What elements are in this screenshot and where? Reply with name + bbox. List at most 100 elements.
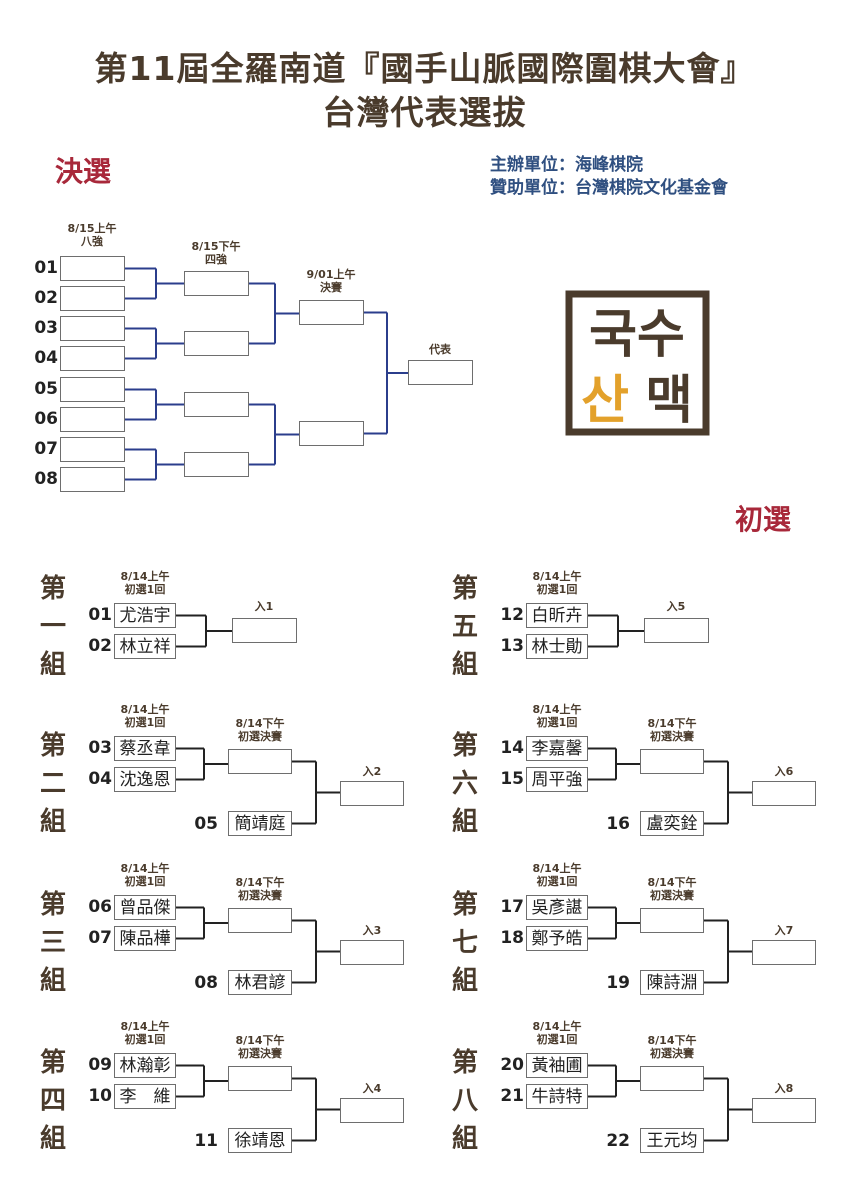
- player-name-box: 蔡丞韋: [114, 736, 176, 761]
- player-number: 21: [500, 1086, 524, 1106]
- round1-header: 8/14上午初選1回: [120, 1020, 170, 1046]
- player-name-box: 沈逸恩: [114, 767, 176, 792]
- player-number: 01: [88, 605, 112, 625]
- player-number: 12: [500, 605, 524, 625]
- player-name-box: 白昕卉: [526, 603, 588, 628]
- seed-number: 04: [34, 348, 58, 368]
- advance-label: 入8: [774, 1082, 794, 1095]
- seed-player-box: 徐靖恩: [228, 1128, 292, 1153]
- seed-player-number: 19: [606, 973, 630, 993]
- group-label-char: 六: [451, 769, 478, 799]
- advance-label: 入7: [774, 924, 794, 937]
- player-number: 04: [88, 769, 112, 789]
- round2-header: 8/14下午初選決賽: [235, 1034, 285, 1060]
- player-name-box: 尤浩宇: [114, 603, 176, 628]
- player-number: 10: [88, 1086, 112, 1106]
- group-label-char: 組: [451, 807, 478, 837]
- round2-slot: [184, 271, 249, 296]
- round2-header: 8/14下午初選決賽: [647, 1034, 697, 1060]
- group-label-char: 第: [39, 890, 66, 920]
- semifinal-slot: [640, 1066, 704, 1091]
- semifinal-slot: [228, 749, 292, 774]
- group-label-char: 第: [451, 1048, 478, 1078]
- page-subtitle: 台灣代表選拔: [322, 93, 527, 132]
- group-label-char: 七: [451, 928, 478, 958]
- round1-slot: [60, 346, 125, 371]
- group-label-char: 組: [451, 1124, 478, 1154]
- seed-player-box: 林君諺: [228, 970, 292, 995]
- seed-player-number: 22: [606, 1131, 630, 1151]
- group-label-char: 第: [39, 574, 66, 604]
- group-label-char: 五: [451, 612, 478, 642]
- round1-header: 8/14上午初選1回: [532, 1020, 582, 1046]
- round2-header: 8/14下午初選決賽: [647, 717, 697, 743]
- round1-slot: [60, 467, 125, 492]
- semifinal-slot: [228, 1066, 292, 1091]
- player-name-box: 李嘉馨: [526, 736, 588, 761]
- player-number: 13: [500, 636, 524, 656]
- round1-header: 8/14上午初選1回: [120, 703, 170, 729]
- advance-label: 入2: [362, 765, 382, 778]
- semifinal-slot: [640, 908, 704, 933]
- group-label-char: 第: [39, 1048, 66, 1078]
- advance-slot: [752, 940, 816, 965]
- group-label-char: 二: [39, 769, 66, 799]
- group-label-char: 組: [39, 966, 66, 996]
- round2-slot: [184, 392, 249, 417]
- group-label-char: 組: [39, 650, 66, 680]
- group-label-char: 組: [39, 807, 66, 837]
- seed-player-number: 05: [194, 814, 218, 834]
- player-number: 03: [88, 738, 112, 758]
- round2-slot: [184, 452, 249, 477]
- seed-player-box: 陳詩淵: [640, 970, 704, 995]
- advance-slot: [232, 618, 297, 643]
- group-label-char: 一: [39, 612, 66, 642]
- round1-slot: [60, 286, 125, 311]
- player-name-box: 鄭予皓: [526, 926, 588, 951]
- round1-header: 8/15上午八強: [67, 222, 117, 248]
- advance-slot: [752, 781, 816, 806]
- logo-text-accent: 산: [581, 371, 629, 431]
- seed-player-number: 16: [606, 814, 630, 834]
- advance-slot: [340, 940, 404, 965]
- round3-header: 9/01上午決賽: [306, 268, 356, 294]
- advance-slot: [340, 781, 404, 806]
- player-number: 02: [88, 636, 112, 656]
- round1-slot: [60, 407, 125, 432]
- group-label-char: 組: [451, 966, 478, 996]
- player-name-box: 周平強: [526, 767, 588, 792]
- round2-slot: [184, 331, 249, 356]
- winner-header: 代表: [429, 343, 451, 356]
- winner-slot: [408, 360, 473, 385]
- group-label-char: 第: [451, 890, 478, 920]
- round1-header: 8/14上午初選1回: [120, 570, 170, 596]
- round2-header: 8/14下午初選決賽: [235, 876, 285, 902]
- player-name-box: 陳品樺: [114, 926, 176, 951]
- seed-number: 02: [34, 288, 58, 308]
- player-number: 09: [88, 1055, 112, 1075]
- page-title: 第11屆全羅南道『國手山脈國際圍棋大會』: [94, 49, 755, 88]
- group-label-char: 組: [39, 1124, 66, 1154]
- player-name-box: 林立祥: [114, 634, 176, 659]
- advance-label: 入4: [362, 1082, 382, 1095]
- advance-label: 入6: [774, 765, 794, 778]
- round1-slot: [60, 437, 125, 462]
- kooksoo-sanmaek-logo: 국수 산 맥: [565, 290, 710, 436]
- seed-number: 01: [34, 258, 58, 278]
- round1-header: 8/14上午初選1回: [532, 862, 582, 888]
- group-label-char: 三: [39, 928, 66, 958]
- seed-player-box: 簡靖庭: [228, 811, 292, 836]
- group-label-char: 第: [451, 731, 478, 761]
- player-name-box: 林瀚彰: [114, 1053, 176, 1078]
- player-name-box: 牛詩特: [526, 1084, 588, 1109]
- round2-header: 8/14下午初選決賽: [235, 717, 285, 743]
- sponsor-label: 贊助單位：台灣棋院文化基金會: [490, 178, 728, 198]
- seed-number: 05: [34, 379, 58, 399]
- player-name-box: 林士勛: [526, 634, 588, 659]
- advance-slot: [340, 1098, 404, 1123]
- seed-number: 07: [34, 439, 58, 459]
- player-name-box: 曾品傑: [114, 895, 176, 920]
- advance-slot: [752, 1098, 816, 1123]
- round2-header: 8/15下午四強: [191, 240, 241, 266]
